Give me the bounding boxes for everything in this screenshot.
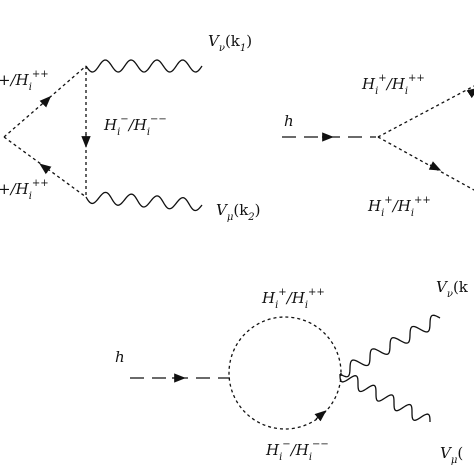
bubble-bottom-label: Hi−/Hi−− (266, 439, 329, 463)
bubble-bottom-boson-wave (339, 373, 431, 423)
triangle-top-boson-wave (85, 59, 203, 73)
bubble-diagram (130, 314, 441, 430)
bubble-boson-top-label: Vν(k (436, 278, 468, 300)
triangle-lower-arrow (39, 163, 52, 175)
triangle-diagram (3, 59, 203, 212)
bubble-boson-bottom-label: Vμ( (440, 444, 464, 466)
vertex-lower-arrow (428, 161, 442, 171)
vertex-upper-label: Hi+/Hi++ (362, 73, 425, 97)
bubble-higgs-label: h (115, 348, 125, 366)
triangle-upper-arrow (39, 95, 52, 108)
vertex-diagram (282, 85, 474, 191)
triangle-boson-bottom-label: Vμ(k2) (216, 201, 261, 223)
bubble-top-boson-wave (339, 314, 441, 378)
triangle-upper-left-label: +/Hi++ (0, 69, 49, 93)
bubble-top-label: Hi+/Hi++ (262, 287, 325, 311)
vertex-lower-label: Hi+/Hi++ (368, 195, 431, 219)
vertex-higgs-label: h (284, 112, 294, 130)
vertex-upper-scalar-line (377, 85, 474, 138)
triangle-vertical-label: Hi−/Hi−− (104, 114, 167, 138)
bubble-scalar-loop (228, 316, 342, 430)
triangle-lower-left-label: +/Hi++ (0, 178, 49, 202)
vertex-lower-scalar-line (377, 136, 474, 191)
triangle-bottom-boson-wave (85, 191, 203, 212)
triangle-boson-top-label: Vν(k1) (208, 32, 253, 54)
bubble-loop-arrow (314, 410, 327, 422)
